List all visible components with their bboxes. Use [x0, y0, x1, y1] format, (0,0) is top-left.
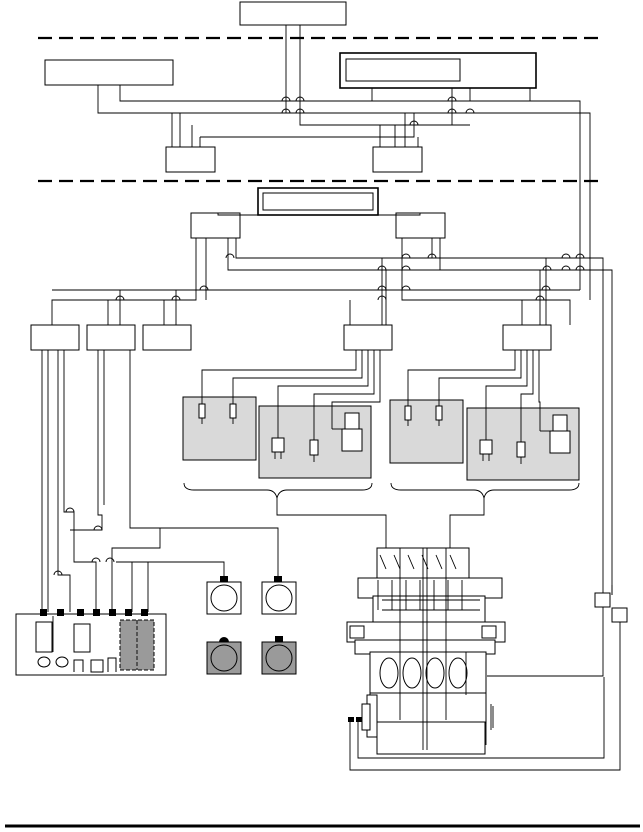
sensor-assembly-right	[389, 350, 580, 481]
io-module-4	[343, 324, 393, 351]
io-module-2	[86, 324, 136, 351]
main-control-unit	[257, 187, 379, 216]
sub-controller-left	[190, 212, 241, 239]
junction-box-right	[372, 146, 423, 173]
relay-module-icon	[73, 623, 91, 653]
gauge-white-2	[261, 576, 297, 615]
gauge-white-1	[206, 576, 242, 615]
terminal-block-icon	[125, 609, 132, 616]
io-module-5	[502, 324, 552, 351]
sensor-probe-icon	[229, 397, 237, 424]
top-zone-crossover-hops	[281, 96, 475, 126]
junction-box-left	[165, 146, 216, 173]
terminal-block-icon	[93, 609, 100, 616]
sensor-probe-icon	[404, 400, 412, 426]
mid-zone-crossover-hops	[115, 253, 585, 301]
terminal-block-icon	[40, 609, 47, 616]
indicator-lamp-icon	[55, 656, 69, 668]
right-panel-unit	[339, 52, 537, 89]
sensor-probe-icon	[435, 400, 443, 426]
gauge-grey-2	[261, 636, 297, 675]
speed-sensor-box	[594, 592, 611, 608]
switch-icon	[90, 659, 104, 673]
switch-icon	[107, 657, 117, 672]
group-brace-right	[390, 482, 580, 499]
temp-sensor-box	[611, 607, 628, 623]
io-module-3	[142, 324, 192, 351]
actuator-unit-icon	[341, 412, 363, 452]
actuator-unit-icon	[549, 414, 571, 454]
top-controller-unit	[239, 1, 347, 26]
sub-controller-right	[395, 212, 446, 239]
relay-module-icon	[35, 621, 53, 653]
group-brace-left	[183, 482, 373, 499]
control-panel	[15, 609, 167, 676]
terminal-block-icon	[57, 609, 64, 616]
io-module-1	[30, 324, 80, 351]
engine-block	[346, 547, 506, 755]
indicator-lamp-icon	[37, 656, 51, 668]
engine-feedback-wiring	[349, 585, 621, 771]
sensor-assembly-left	[182, 350, 381, 479]
switch-icon	[73, 659, 84, 672]
field-wiring-left	[41, 350, 279, 612]
field-wiring-crossover-hops	[53, 507, 115, 576]
sensor-probe-icon	[198, 397, 206, 424]
terminal-block-icon	[109, 609, 116, 616]
gauge-grey-1	[206, 637, 242, 675]
left-panel-unit	[44, 59, 174, 86]
terminal-block-icon	[141, 609, 148, 616]
terminal-block-icon	[77, 609, 84, 616]
